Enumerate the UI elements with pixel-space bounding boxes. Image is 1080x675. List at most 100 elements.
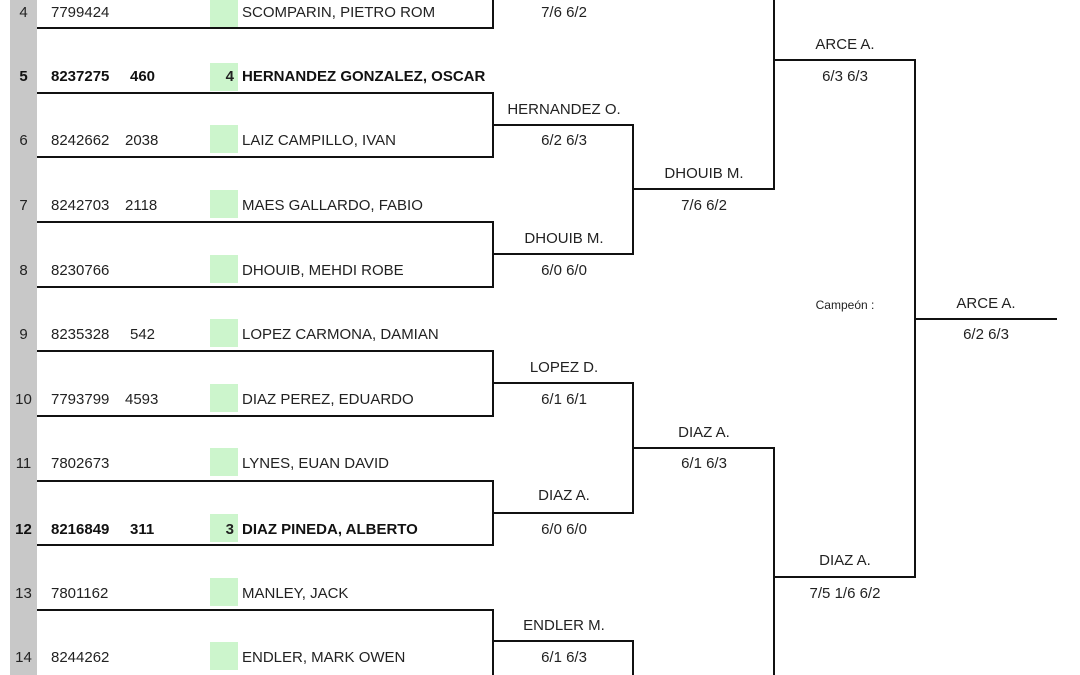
match-winner: DHOUIB M.	[524, 230, 604, 247]
player-name: HERNANDEZ GONZALEZ, OSCAR	[242, 68, 486, 85]
draw-position: 5	[19, 68, 28, 85]
bracket-line	[37, 92, 494, 94]
seed-cell: 4	[210, 63, 238, 91]
match-score: 7/5 1/6 6/2	[809, 585, 881, 602]
bracket-line	[37, 544, 494, 546]
match-winner: LOPEZ D.	[529, 359, 599, 376]
match-score: 6/2 6/3	[541, 132, 587, 149]
seed-cell	[210, 448, 238, 476]
match-winner: HERNANDEZ O.	[507, 101, 621, 118]
bracket-line	[492, 92, 494, 158]
seed-cell	[210, 255, 238, 283]
player-id: 8216849	[51, 521, 110, 538]
player-name: MANLEY, JACK	[242, 585, 349, 602]
bracket-line	[494, 382, 634, 384]
bracket-line	[37, 286, 494, 288]
draw-position: 8	[19, 262, 28, 279]
bracket-line	[773, 0, 775, 190]
bracket-line	[775, 59, 916, 61]
match-winner: DIAZ A.	[819, 552, 871, 569]
player-ranking: 542	[130, 326, 156, 343]
match-winner: DHOUIB M.	[664, 165, 744, 182]
bracket-line	[632, 382, 634, 514]
seed-number: 4	[225, 68, 234, 85]
match-winner: ARCE A.	[815, 36, 875, 53]
match-score: 7/6 6/2	[681, 197, 727, 214]
bracket-line	[492, 0, 494, 29]
player-ranking: 4593	[125, 391, 159, 408]
bracket-line	[37, 156, 494, 158]
bracket-line	[37, 221, 494, 223]
match-winner: DIAZ A.	[678, 424, 730, 441]
player-ranking: 2118	[125, 197, 158, 214]
draw-position: 10	[15, 391, 32, 408]
player-name: DIAZ PINEDA, ALBERTO	[242, 521, 418, 538]
draw-position: 11	[15, 455, 32, 472]
bracket-line	[494, 640, 634, 642]
bracket-line	[492, 350, 494, 417]
player-id: 7801162	[51, 585, 109, 602]
bracket-line	[494, 512, 634, 514]
player-name: MAES GALLARDO, FABIO	[242, 197, 423, 214]
bracket-line	[775, 576, 916, 578]
seed-cell	[210, 642, 238, 670]
player-name: LYNES, EUAN DAVID	[242, 455, 389, 472]
seed-cell	[210, 578, 238, 606]
player-id: 8242703	[51, 197, 110, 214]
draw-position: 12	[15, 521, 32, 538]
draw-position: 14	[15, 649, 32, 666]
bracket-line	[37, 480, 494, 482]
match-score: 6/0 6/0	[541, 521, 587, 538]
match-score: 6/1 6/3	[541, 649, 587, 666]
bracket-line	[634, 447, 775, 449]
player-name: LOPEZ CARMONA, DAMIAN	[242, 326, 439, 343]
bracket-line	[37, 609, 494, 611]
player-id: 8230766	[51, 262, 110, 279]
match-score: 6/3 6/3	[822, 68, 868, 85]
bracket-line	[37, 350, 494, 352]
match-winner: ENDLER M.	[523, 617, 605, 634]
final-score: 6/2 6/3	[963, 326, 1009, 343]
match-score: 6/1 6/3	[681, 455, 727, 472]
bracket-line	[916, 318, 1057, 320]
player-ranking: 311	[130, 521, 155, 538]
draw-position: 9	[19, 326, 28, 343]
bracket-line	[37, 415, 494, 417]
player-ranking: 460	[130, 68, 156, 85]
player-id: 8242662	[51, 132, 110, 149]
player-ranking: 2038	[125, 132, 159, 149]
player-id: 7799424	[51, 4, 110, 21]
player-name: DIAZ PEREZ, EDUARDO	[242, 391, 414, 408]
player-id: 8235328	[51, 326, 110, 343]
match-score: 7/6 6/2	[541, 4, 587, 21]
player-id: 7793799	[51, 391, 110, 408]
seed-cell: 3	[210, 514, 238, 542]
bracket-line	[492, 480, 494, 546]
bracket-line	[634, 188, 775, 190]
seed-cell	[210, 190, 238, 218]
seed-number: 3	[225, 521, 234, 538]
seed-cell	[210, 125, 238, 153]
draw-position: 4	[19, 4, 28, 21]
match-winner: DIAZ A.	[538, 487, 590, 504]
match-score: 6/1 6/1	[541, 391, 587, 408]
champion-label: Campeón :	[815, 298, 875, 312]
seed-cell	[210, 0, 238, 28]
bracket-line	[914, 59, 916, 578]
draw-position: 6	[19, 132, 28, 149]
bracket-line	[773, 447, 775, 675]
seed-cell	[210, 319, 238, 347]
player-name: DHOUIB, MEHDI ROBE	[242, 262, 404, 279]
match-score: 6/0 6/0	[541, 262, 587, 279]
player-name: SCOMPARIN, PIETRO ROM	[242, 4, 436, 21]
seed-cell	[210, 384, 238, 412]
bracket-line	[494, 253, 634, 255]
player-id: 7802673	[51, 455, 110, 472]
player-id: 8237275	[51, 68, 110, 85]
bracket-line	[492, 609, 494, 675]
bracket-line	[492, 221, 494, 288]
player-name: ENDLER, MARK OWEN	[242, 649, 406, 666]
position-column-background	[10, 0, 37, 675]
bracket-line	[37, 27, 494, 29]
player-name: LAIZ CAMPILLO, IVAN	[242, 132, 396, 149]
